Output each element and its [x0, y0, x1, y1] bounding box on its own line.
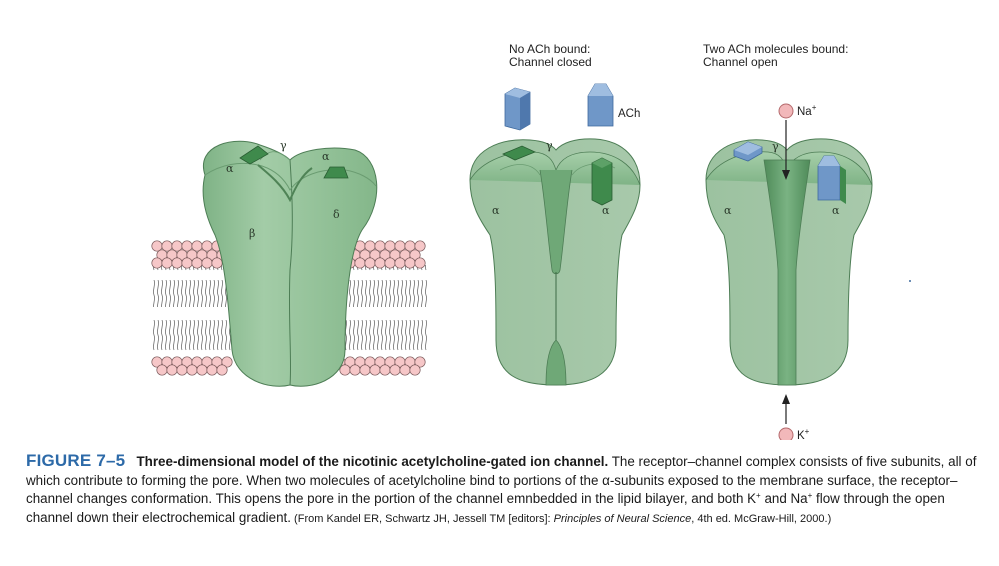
caption-source-suffix: , 4th ed. McGraw-Hill, 2000.) — [691, 512, 832, 525]
lipid-head — [186, 364, 198, 376]
gamma-label-middle: γ — [546, 139, 553, 152]
lipid-head — [394, 257, 406, 269]
na-superscript: + — [807, 491, 813, 500]
k-outward-arrow — [782, 394, 790, 424]
ach-binding-site-middle-left — [502, 145, 537, 161]
ach-binding-site-left-back — [323, 166, 349, 179]
gamma-label-left: γ — [280, 139, 287, 152]
alpha-label-left-2: α — [322, 150, 330, 163]
right-heading-line-2: Channel open — [703, 55, 778, 69]
lipid-head — [156, 364, 168, 376]
ach-label: ACh — [618, 108, 640, 120]
lipid-head — [221, 356, 233, 368]
lipid-head — [151, 257, 163, 269]
lipid-head — [389, 364, 401, 376]
caption-body-2: and Na — [760, 491, 808, 506]
lipid-head — [171, 257, 183, 269]
caption-body-3: flow through the open channel down their… — [26, 491, 945, 525]
alpha-label-left-1: α — [226, 162, 234, 175]
receptor-whole — [202, 140, 378, 387]
lipid-head — [211, 257, 223, 269]
lipid-head — [384, 257, 396, 269]
right-heading-line-1: Two ACh molecules bound: — [703, 42, 849, 56]
lipid-head — [166, 364, 178, 376]
beta-label-left: β — [249, 227, 255, 240]
na-inward-arrow — [782, 120, 790, 180]
lipid-head — [379, 364, 391, 376]
gamma-label-right: γ — [772, 140, 779, 153]
k-ion — [778, 427, 794, 443]
lipid-head — [349, 364, 361, 376]
figure-caption: FIGURE 7–5 Three-dimensional model of th… — [26, 451, 981, 528]
lipid-head — [369, 364, 381, 376]
lipid-heads-left-bottom — [151, 356, 233, 376]
caption-source-title: Principles of Neural Science — [553, 512, 692, 525]
k-label: K+ — [797, 427, 810, 440]
lipid-head — [354, 257, 366, 269]
alpha-label-middle-1: α — [492, 204, 500, 217]
na-label: Na+ — [797, 103, 817, 118]
lipid-head — [206, 364, 218, 376]
lipid-head — [414, 356, 426, 368]
stray-dot — [909, 280, 911, 282]
ach-binding-site-middle-right — [591, 157, 613, 206]
figure-illustration: α γ α β δ ACh γ — [151, 43, 911, 443]
lipid-heads-middle-top — [334, 240, 426, 269]
lipid-head — [364, 257, 376, 269]
lipid-head — [414, 240, 426, 252]
lipid-head — [196, 364, 208, 376]
ach-molecule-bound-2 — [817, 155, 846, 204]
right-heading: Two ACh molecules bound: Channel open — [703, 43, 848, 69]
lipid-head — [216, 364, 228, 376]
lipid-head — [374, 257, 386, 269]
diagram-svg: α γ α β δ ACh γ — [151, 83, 911, 443]
lipid-head — [414, 257, 426, 269]
membrane-left — [151, 240, 233, 376]
lipid-head — [409, 364, 421, 376]
caption-body-1: The receptor–channel complex consists of… — [26, 454, 977, 506]
middle-heading-line-2: Channel closed — [509, 55, 592, 69]
lipid-head — [181, 257, 193, 269]
receptor-closed-section — [469, 138, 641, 386]
ach-binding-site-left-front — [239, 145, 269, 165]
membrane-right-of-left — [334, 240, 427, 376]
receptor-open-section — [705, 138, 873, 386]
na-ion — [778, 103, 794, 119]
caption-source-prefix: (From Kandel ER, Schwartz JH, Jessell TM… — [291, 512, 554, 525]
lipid-head — [201, 257, 213, 269]
lipid-head — [161, 257, 173, 269]
alpha-label-middle-2: α — [602, 204, 610, 217]
figure-number: FIGURE 7–5 — [26, 451, 126, 470]
lipid-head — [191, 257, 203, 269]
ach-molecule-free-2 — [587, 83, 614, 127]
ach-molecule-bound-1 — [733, 141, 763, 162]
lipid-heads-middle-bottom — [334, 356, 426, 376]
lipid-head — [399, 364, 411, 376]
alpha-label-right-2: α — [832, 204, 840, 217]
delta-label-left: δ — [333, 208, 340, 221]
lipid-heads-left-top — [151, 240, 228, 269]
lipid-head — [409, 249, 421, 261]
lipid-head — [176, 364, 188, 376]
k-superscript: + — [756, 491, 761, 500]
lipid-head — [404, 257, 416, 269]
middle-heading: No ACh bound: Channel closed — [509, 43, 592, 69]
lipid-head — [359, 364, 371, 376]
caption-title: Three-dimensional model of the nicotinic… — [136, 454, 609, 469]
ach-molecule-free-1 — [504, 87, 531, 131]
alpha-label-right-1: α — [724, 204, 732, 217]
middle-heading-line-1: No ACh bound: — [509, 42, 591, 56]
